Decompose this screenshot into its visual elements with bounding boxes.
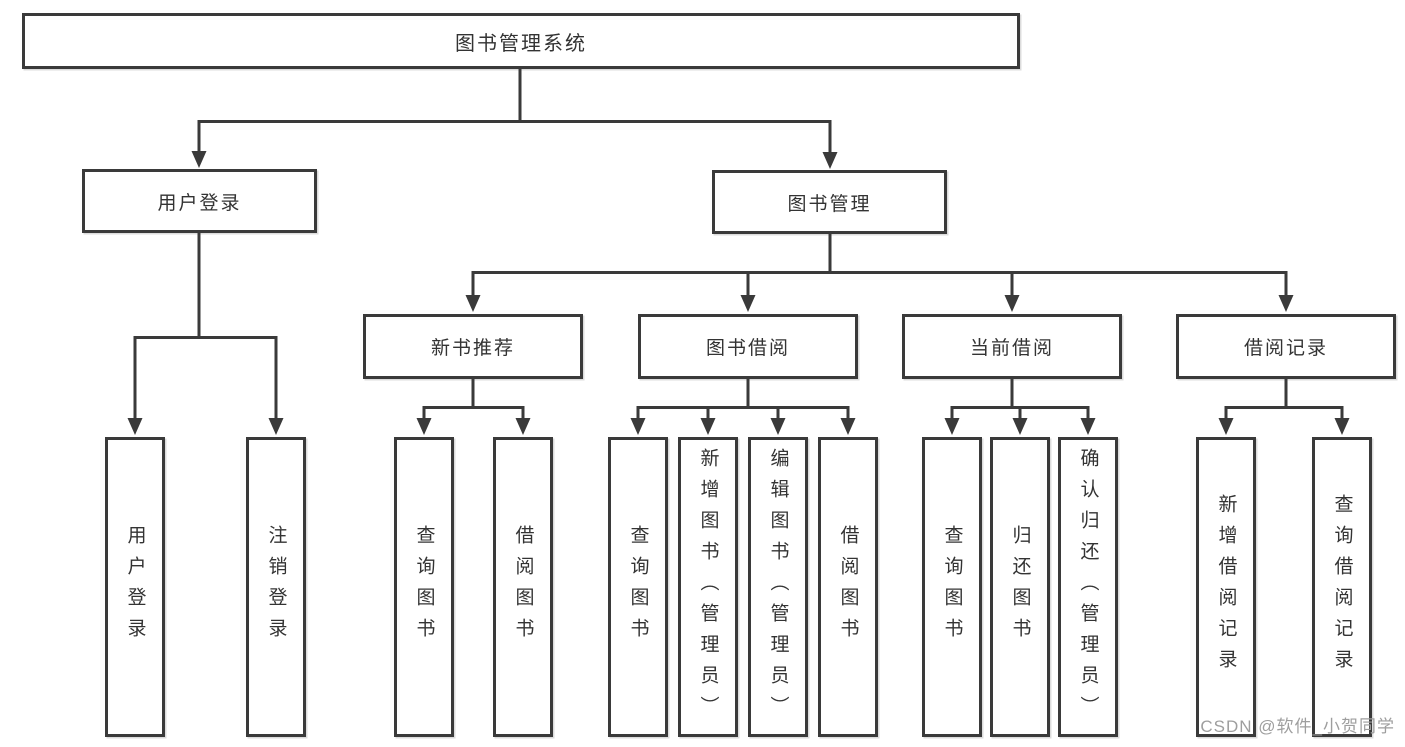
node-user-login: 用户登录: [82, 169, 317, 233]
csdn-watermark: CSDN @软件_小贺同学: [1200, 717, 1395, 736]
leaf-newbooks-borrow: 借阅图书: [493, 437, 553, 737]
node-new-book-recommend-label: 新书推荐: [430, 338, 515, 359]
node-library-system-label: 图书管理系统: [455, 32, 587, 55]
node-current-borrow: 当前借阅: [902, 314, 1122, 379]
leaf-add-borrow-record: 新增借阅记录: [1196, 437, 1256, 737]
leaf-confirm-return-admin: 确认归还（管理员）: [1058, 437, 1118, 737]
leaf-logout-label: 注销登录: [265, 525, 287, 649]
leaf-add-books-admin-label: 新增图书（管理员）: [697, 447, 719, 727]
leaf-edit-books-admin: 编辑图书（管理员）: [748, 437, 808, 737]
leaf-newbooks-query-label: 查询图书: [413, 525, 435, 649]
leaf-add-borrow-record-label: 新增借阅记录: [1215, 494, 1237, 680]
leaf-user-login-label: 用户登录: [124, 525, 146, 649]
leaf-confirm-return-admin-label: 确认归还（管理员）: [1077, 447, 1099, 727]
node-user-login-label: 用户登录: [157, 192, 242, 214]
leaf-borrow-books-label: 借阅图书: [837, 525, 859, 649]
node-new-book-recommend: 新书推荐: [363, 314, 583, 379]
leaf-add-books-admin: 新增图书（管理员）: [678, 437, 738, 737]
leaf-logout: 注销登录: [246, 437, 306, 737]
leaf-return-books-label: 归还图书: [1009, 525, 1031, 649]
node-current-borrow-label: 当前借阅: [969, 338, 1054, 359]
leaf-user-login: 用户登录: [105, 437, 165, 737]
leaf-borrow-query-books-label: 查询图书: [627, 525, 649, 649]
leaf-query-borrow-record-label: 查询借阅记录: [1331, 494, 1353, 680]
leaf-edit-books-admin-label: 编辑图书（管理员）: [767, 447, 789, 727]
leaf-query-borrow-record: 查询借阅记录: [1312, 437, 1372, 737]
node-borrow-records: 借阅记录: [1176, 314, 1396, 379]
leaf-return-books: 归还图书: [990, 437, 1050, 737]
node-book-management-label: 图书管理: [787, 193, 872, 215]
node-borrow-records-label: 借阅记录: [1243, 338, 1328, 359]
node-library-system: 图书管理系统: [22, 13, 1020, 69]
leaf-borrow-books: 借阅图书: [818, 437, 878, 737]
leaf-borrow-query-books: 查询图书: [608, 437, 668, 737]
leaf-newbooks-query: 查询图书: [394, 437, 454, 737]
leaf-newbooks-borrow-label: 借阅图书: [512, 525, 534, 649]
node-book-borrow: 图书借阅: [638, 314, 858, 379]
leaf-current-query-books-label: 查询图书: [941, 525, 963, 649]
leaf-current-query-books: 查询图书: [922, 437, 982, 737]
node-book-management: 图书管理: [712, 170, 947, 234]
node-book-borrow-label: 图书借阅: [705, 338, 790, 359]
